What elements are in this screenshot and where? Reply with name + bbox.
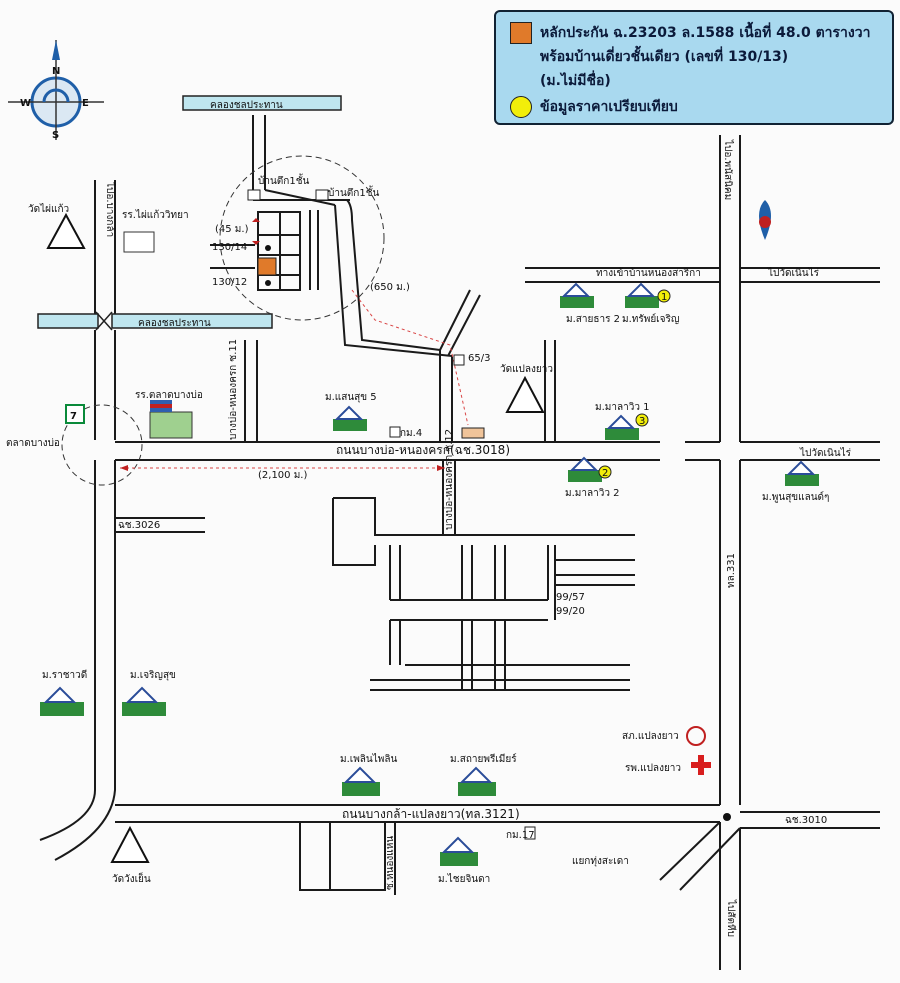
house-label-2: บ้านตึก1ชั้น — [328, 185, 379, 199]
house-no-653: 65/3 — [468, 353, 490, 364]
label-to-phanat: ไปอ.พนัสนิคม — [722, 139, 734, 200]
house-no-13014: 130/14 — [212, 242, 247, 253]
house-no-9957: 99/57 — [556, 592, 585, 603]
village-poon-suk: ม.พูนสุขแลนด์ๆ — [762, 491, 829, 503]
label-talat-bang-bo: ตลาดบางบ่อ — [6, 438, 60, 449]
label-to-sattahip: ไปสัตหีบ — [725, 899, 737, 937]
label-to-nong-sarika: ทางเข้าบ้านหนองสาริกา — [596, 267, 701, 279]
comparable-marker-2[interactable] — [598, 465, 612, 479]
temple-icon — [110, 825, 150, 863]
collateral-swatch — [510, 22, 532, 44]
convenience-store-icon — [65, 404, 85, 424]
comparable-swatch — [510, 96, 532, 118]
house-icon — [247, 189, 261, 201]
dist-2100: (2,100 ม.) — [258, 470, 307, 481]
label-km17: กม.17 — [506, 830, 535, 841]
canal-middle-left — [37, 313, 99, 329]
hospital-icon — [691, 755, 711, 775]
dist-650: (650 ม.) — [370, 282, 410, 293]
legend-collateral-line3: (ม.ไม่มีชื่อ) — [540, 73, 611, 89]
label-route-3010: ฉช.3010 — [785, 815, 827, 826]
building-icon — [461, 427, 485, 439]
legend-collateral-line2: พร้อมบ้านเดี่ยวชั้นเดียว (เลขที่ 130/13) — [540, 49, 789, 65]
village-maneerin-2: ม.มาลาวิว 2 — [565, 488, 620, 499]
canal-middle-label: คลองชลประทาน — [138, 318, 211, 329]
village-icons — [40, 282, 819, 866]
label-school-talat: รร.ตลาดบางบ่อ — [135, 390, 203, 401]
label-to-wat-noen-rai-2: ไปวัดเนินไร่ — [799, 447, 852, 459]
label-to-bangkla: ไปอ.บางกล้า — [104, 181, 116, 237]
village-maneerin-1: ม.มาลาวิว 1 — [595, 402, 650, 413]
comparable-num-1: 1 — [661, 292, 667, 303]
label-route-3026: ฉช.3026 — [118, 520, 160, 531]
village-pleonpin: ม.เพลินไพลิน — [340, 753, 397, 765]
label-wat-wang-yen: วัดวังเย็น — [112, 871, 151, 885]
village-chai-charoen: ม.ไชยจินดา — [438, 873, 490, 885]
canal-top — [182, 95, 342, 111]
road-network — [39, 115, 880, 970]
km-post-icon — [524, 826, 536, 840]
village-saen-suk-5: ม.แสนสุข 5 — [325, 392, 377, 403]
junction-dot — [723, 813, 731, 821]
label-soi-south: ซ.หนองแหน — [385, 836, 396, 890]
village-sai-than-2: ม.สายธาร 2 — [566, 314, 620, 325]
dist-45: (45 ม.) — [215, 224, 249, 235]
km-post-icon — [389, 426, 401, 438]
distance-line-650 — [351, 289, 469, 426]
legend-comparable: ข้อมูลราคาเปรียบเทียบ — [540, 99, 678, 115]
compass-w: W — [20, 98, 31, 109]
label-bottom-road: ถนนบางกล้า-แปลงยาว(ทล.3121) — [342, 807, 520, 821]
comparable-num-2: 2 — [602, 468, 608, 479]
temple-icon — [505, 375, 545, 413]
compass-rose — [8, 40, 104, 140]
label-hospital: รพ.แปลงยาว — [625, 763, 681, 774]
legend-box: หลักประกัน ฉ.23203 ล.1588 เนื้อที่ 48.0 … — [494, 10, 894, 125]
label-wat-plaeng-yao: วัดแปลงยาว — [500, 364, 553, 375]
radius-circle — [219, 155, 385, 321]
svg-text:7: 7 — [70, 411, 77, 422]
label-school-phai-kaew: รร.ไผ่แก้ววิทยา — [122, 209, 189, 221]
compass-n: N — [52, 66, 60, 77]
house-no-13012: 130/12 — [212, 277, 247, 288]
school-icon — [123, 231, 155, 253]
village-charoen-suk: ม.เจริญสุข — [130, 670, 176, 681]
village-sathai-premier: ม.สถายพรีเมียร์ — [450, 753, 517, 765]
house-icon — [315, 189, 329, 201]
label-soi-11: บางบ่อ-หนองครก ซ.11 — [228, 339, 239, 440]
compass-s: S — [52, 130, 59, 141]
police-icon — [686, 726, 706, 746]
temple-icon — [46, 212, 86, 249]
comparable-marker-1[interactable] — [657, 289, 671, 303]
comparable-num-3: 3 — [639, 416, 645, 427]
comparable-marker-3[interactable] — [635, 413, 649, 427]
school-icon — [149, 411, 193, 439]
label-km4: กม.4 — [400, 428, 422, 439]
village-ratchawadee: ม.ราชาวดี — [42, 669, 87, 681]
label-main-road: ถนนบางบ่อ-หนองครก(ฉช.3018) — [336, 443, 510, 457]
temple-icons — [46, 212, 545, 863]
house-icon — [453, 354, 465, 366]
label-route-331: ทล.331 — [726, 553, 737, 588]
label-junction: แยกทุ่งสะเดา — [572, 856, 629, 867]
village-sap-charoen: ม.ทรัพย์เจริญ — [622, 313, 679, 325]
canals — [37, 95, 342, 331]
market-circle — [61, 404, 143, 486]
house-label-1: บ้านตึก1ชั้น — [258, 173, 309, 187]
collateral-plot[interactable] — [257, 257, 277, 276]
canal-middle-right — [111, 313, 273, 329]
label-police: สภ.แปลงยาว — [622, 731, 679, 742]
label-to-wat-noen-rai-1: ไปวัดเนินไร่ — [767, 267, 820, 279]
compass-e: E — [82, 98, 89, 109]
legend-collateral-line1: หลักประกัน ฉ.23203 ล.1588 เนื้อที่ 48.0 … — [540, 25, 871, 41]
label-wat-phai-kaew: วัดไผ่แก้ว — [28, 203, 69, 215]
label-soi-12: บางบ่อ-หนองครก ซ.12 — [444, 429, 455, 530]
house-no-9920: 99/20 — [556, 606, 585, 617]
canal-top-label: คลองชลประทาน — [210, 100, 283, 111]
